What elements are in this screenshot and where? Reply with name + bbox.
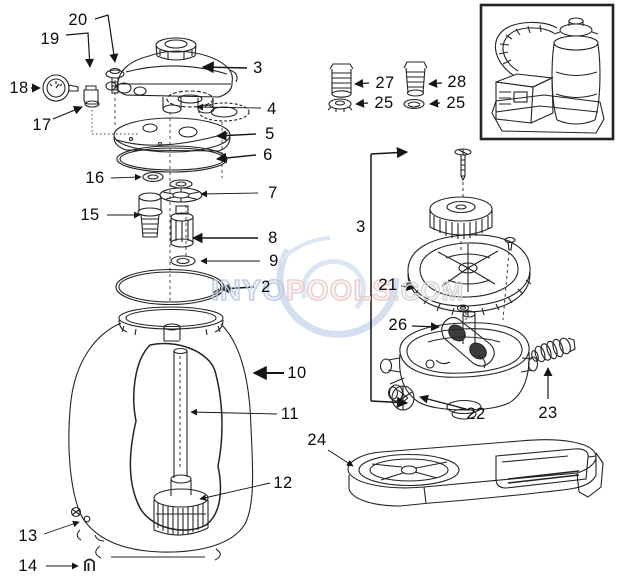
standpipe-fitting-15-drawing [137,192,163,238]
callout-23: 23 [538,403,558,422]
watermark-com: .COM [392,276,465,306]
standpipe-11-drawing [173,347,188,478]
callout-5: 5 [265,124,275,143]
small-ring-16-drawing [142,171,164,183]
inset-tank [551,35,601,125]
screw-drawing [454,148,472,200]
callout-22: 22 [466,404,486,423]
callout-25-right: 25 [446,93,466,112]
tank-lid-drawing [113,117,231,153]
inset-border [479,3,615,141]
strainer-8-drawing [170,205,194,248]
small-nut-drawing [456,304,470,320]
callout-25-left: 25 [374,93,394,112]
callout-28: 28 [447,72,467,91]
callout-16: 16 [85,168,105,187]
inset-valve [553,17,599,37]
inset-hose [494,21,558,76]
callout-6: 6 [263,145,273,164]
oring-17-drawing [84,100,100,108]
callout-arrows [31,14,553,570]
strainer-28-drawing [403,61,428,97]
callout-15: 15 [80,205,100,224]
multiport-valve-drawing [105,37,238,114]
watermark-text: INYOPOOLS.COM [210,275,465,307]
washer-25-right-drawing [403,98,425,110]
callout-8: 8 [268,228,278,247]
drain-plug-13-drawing [70,506,105,542]
mid-washer-drawing [169,179,193,189]
valve-gaskets-drawing [166,90,250,122]
callout-26: 26 [388,315,408,334]
callout-24: 24 [307,430,327,449]
washer-25-left-drawing [327,98,353,112]
callout-10: 10 [287,363,307,382]
washer-9-drawing [170,255,196,267]
callout-27: 27 [375,73,395,92]
assembly-axis-lines [91,80,223,305]
callout-11: 11 [280,404,300,423]
callout-2: 2 [261,277,271,296]
callout-14: 14 [18,556,38,575]
elbow-fitting-drawing [83,85,100,108]
callout-7: 7 [268,183,278,202]
watermark-pools: POOLS [285,275,393,307]
clip-14-drawing [84,558,95,571]
pressure-gauge-drawing [42,74,79,102]
watermark-inyo: INYO [210,275,286,307]
tank-body-drawing [68,306,254,561]
callout-12: 12 [273,473,293,492]
strainer-27-drawing [329,63,354,98]
callout-13: 13 [18,526,38,545]
callout-18: 18 [9,78,29,97]
callout-19: 19 [40,29,60,48]
valve-body-22-drawing [379,322,539,420]
inset-assembled-view [479,3,615,141]
callout-17: 17 [32,115,52,134]
callout-3-left: 3 [253,58,263,77]
hose-adapter-23-drawing [531,337,576,363]
base-24-drawing [347,439,604,507]
inset-base [491,94,605,134]
strainer-gasket-7-drawing [159,187,203,203]
cover-screw-drawing [502,236,516,321]
callout-9: 9 [269,251,279,270]
callout-3-right: 3 [356,217,366,236]
callout-21: 21 [378,275,398,294]
lateral-assembly-12-drawing [153,474,209,536]
valve-cover-21-drawing [406,234,532,317]
lid-oring-drawing [116,145,228,173]
callout-4: 4 [267,99,277,118]
watermark-swirl-logo [276,236,400,338]
callout-20: 20 [68,10,88,29]
